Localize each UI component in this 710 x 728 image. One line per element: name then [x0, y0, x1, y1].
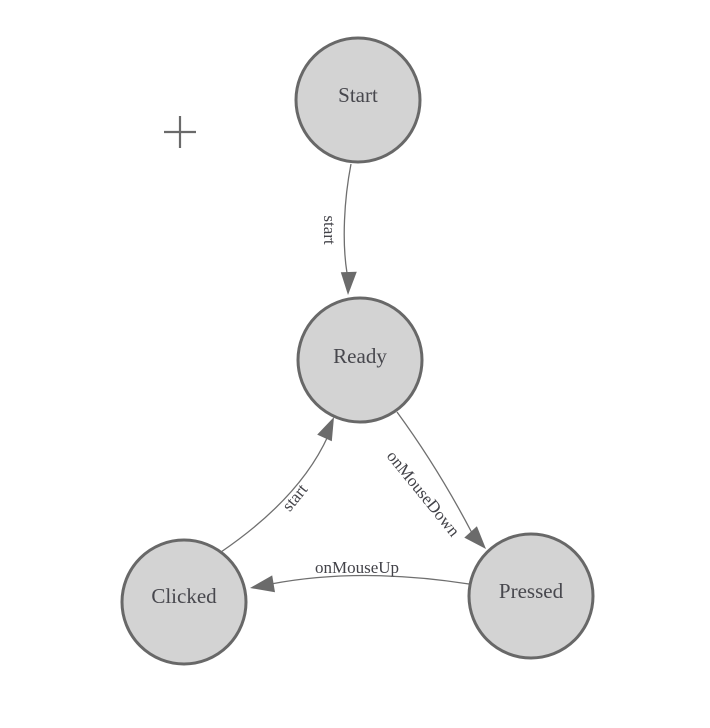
edge-clicked-to-ready[interactable]: start: [220, 417, 334, 553]
node-ready[interactable]: Ready: [296, 296, 424, 424]
arrowhead-icon: [464, 526, 486, 549]
node-start-circle[interactable]: [294, 36, 422, 164]
edge-label-onmouseup: onMouseUp: [315, 558, 399, 577]
node-pressed-circle[interactable]: [467, 532, 595, 660]
arrowhead-icon: [340, 271, 357, 295]
edge-label-onmousedown: onMouseDown: [383, 447, 464, 541]
edge-ready-to-pressed[interactable]: onMouseDown: [383, 411, 486, 549]
node-pressed[interactable]: Pressed: [467, 532, 595, 660]
node-ready-circle[interactable]: [296, 296, 424, 424]
node-start[interactable]: Start: [294, 36, 422, 164]
node-start-label: Start: [338, 83, 378, 107]
edge-line[interactable]: [343, 163, 352, 274]
edge-label-start-ready: start: [320, 215, 339, 245]
arrowhead-icon: [250, 575, 275, 593]
node-clicked-label: Clicked: [151, 584, 217, 608]
crosshair-icon: [164, 116, 196, 148]
node-clicked-circle[interactable]: [120, 538, 248, 666]
edge-pressed-to-clicked[interactable]: onMouseUp: [250, 558, 470, 593]
edge-line[interactable]: [396, 411, 473, 534]
node-pressed-label: Pressed: [499, 579, 564, 603]
node-clicked[interactable]: Clicked: [120, 538, 248, 666]
edge-start-to-ready[interactable]: start: [320, 163, 357, 295]
arrowhead-icon: [317, 417, 334, 442]
edge-label-start-clicked: start: [278, 480, 311, 515]
node-ready-label: Ready: [333, 344, 387, 368]
edge-line[interactable]: [270, 574, 470, 585]
edge-line[interactable]: [220, 435, 329, 553]
